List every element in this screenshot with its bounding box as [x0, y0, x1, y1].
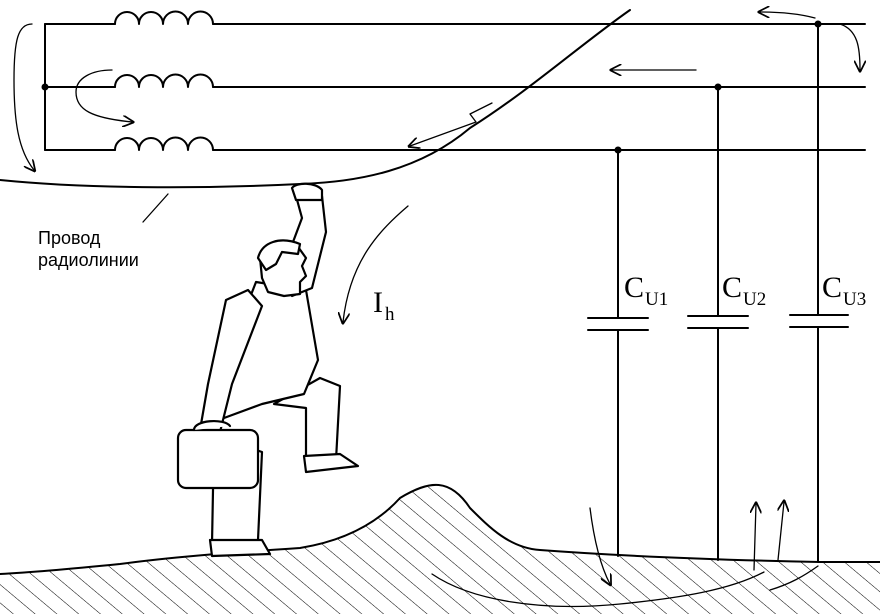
capacitor-branch-2: [687, 86, 749, 561]
cap1-label-main: C: [624, 271, 644, 304]
cap1-label: CU1: [624, 271, 668, 310]
power-line-conductors: [44, 23, 866, 151]
ground: [0, 484, 880, 614]
radio-wire-leader: [142, 193, 169, 223]
current-label-sub: h: [385, 304, 395, 325]
current-flow-arrows: [13, 12, 860, 322]
ground-current-arrows: [431, 502, 819, 608]
cap2-label: CU2: [722, 271, 766, 310]
wire-label-line1: Провод: [38, 228, 101, 248]
cap3-label: CU3: [822, 271, 866, 310]
inductor-coil-3: [114, 136, 214, 151]
person-figure: [176, 182, 360, 558]
wire-label-line2: радиолинии: [38, 250, 139, 270]
capacitor-branch-1: [587, 149, 649, 557]
inductor-coil-2: [114, 73, 214, 88]
cap1-label-sub: U1: [645, 289, 668, 310]
radio-line-wire: [0, 9, 631, 189]
cap2-label-sub: U2: [743, 289, 766, 310]
junction-left: [41, 83, 49, 91]
capacitor-branch-3: [789, 23, 849, 563]
cap3-label-sub: U3: [843, 289, 866, 310]
current-label-main: I: [373, 286, 383, 319]
cap2-label-main: C: [722, 271, 742, 304]
cap3-label-main: C: [822, 271, 842, 304]
inductor-coil-1: [114, 10, 214, 25]
